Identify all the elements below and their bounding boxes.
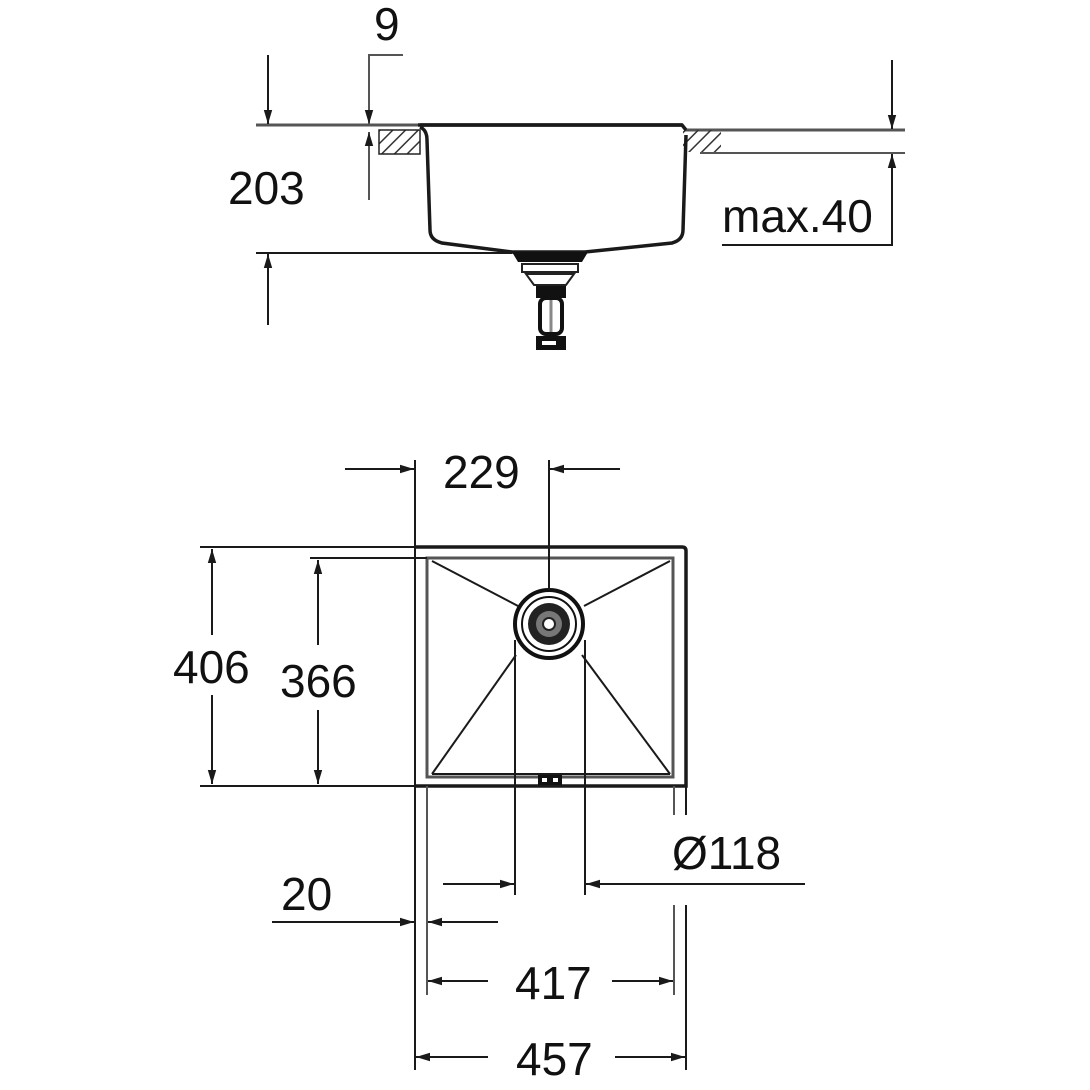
lip-arrow-top — [364, 54, 403, 124]
countertop-label: max.40 — [722, 190, 873, 242]
outer-rim-outline — [415, 545, 688, 788]
outer-depth-label: 406 — [173, 641, 250, 693]
countertop-hatch-left — [378, 129, 421, 155]
drain-icon — [513, 588, 585, 660]
drain-diameter-label: Ø118 — [672, 827, 781, 879]
countertop-hatch-right — [683, 130, 721, 152]
countertop-arrow-bottom — [722, 154, 897, 246]
inner-depth-label: 366 — [280, 655, 357, 707]
top-view: 229 406 366 Ø118 20 417 457 — [173, 446, 805, 1085]
inner-width-label: 417 — [515, 957, 592, 1009]
lip-label: 9 — [374, 0, 400, 50]
drain-assembly-icon — [512, 252, 588, 350]
overflow-slot-icon — [538, 775, 562, 785]
sink-bowl-outline — [418, 123, 688, 254]
drain-offset-label: 229 — [443, 446, 520, 498]
rim-width-label: 20 — [281, 868, 332, 920]
side-view: 203 9 max.40 — [228, 0, 905, 350]
depth-label: 203 — [228, 162, 305, 214]
outer-width-label: 457 — [516, 1033, 593, 1085]
